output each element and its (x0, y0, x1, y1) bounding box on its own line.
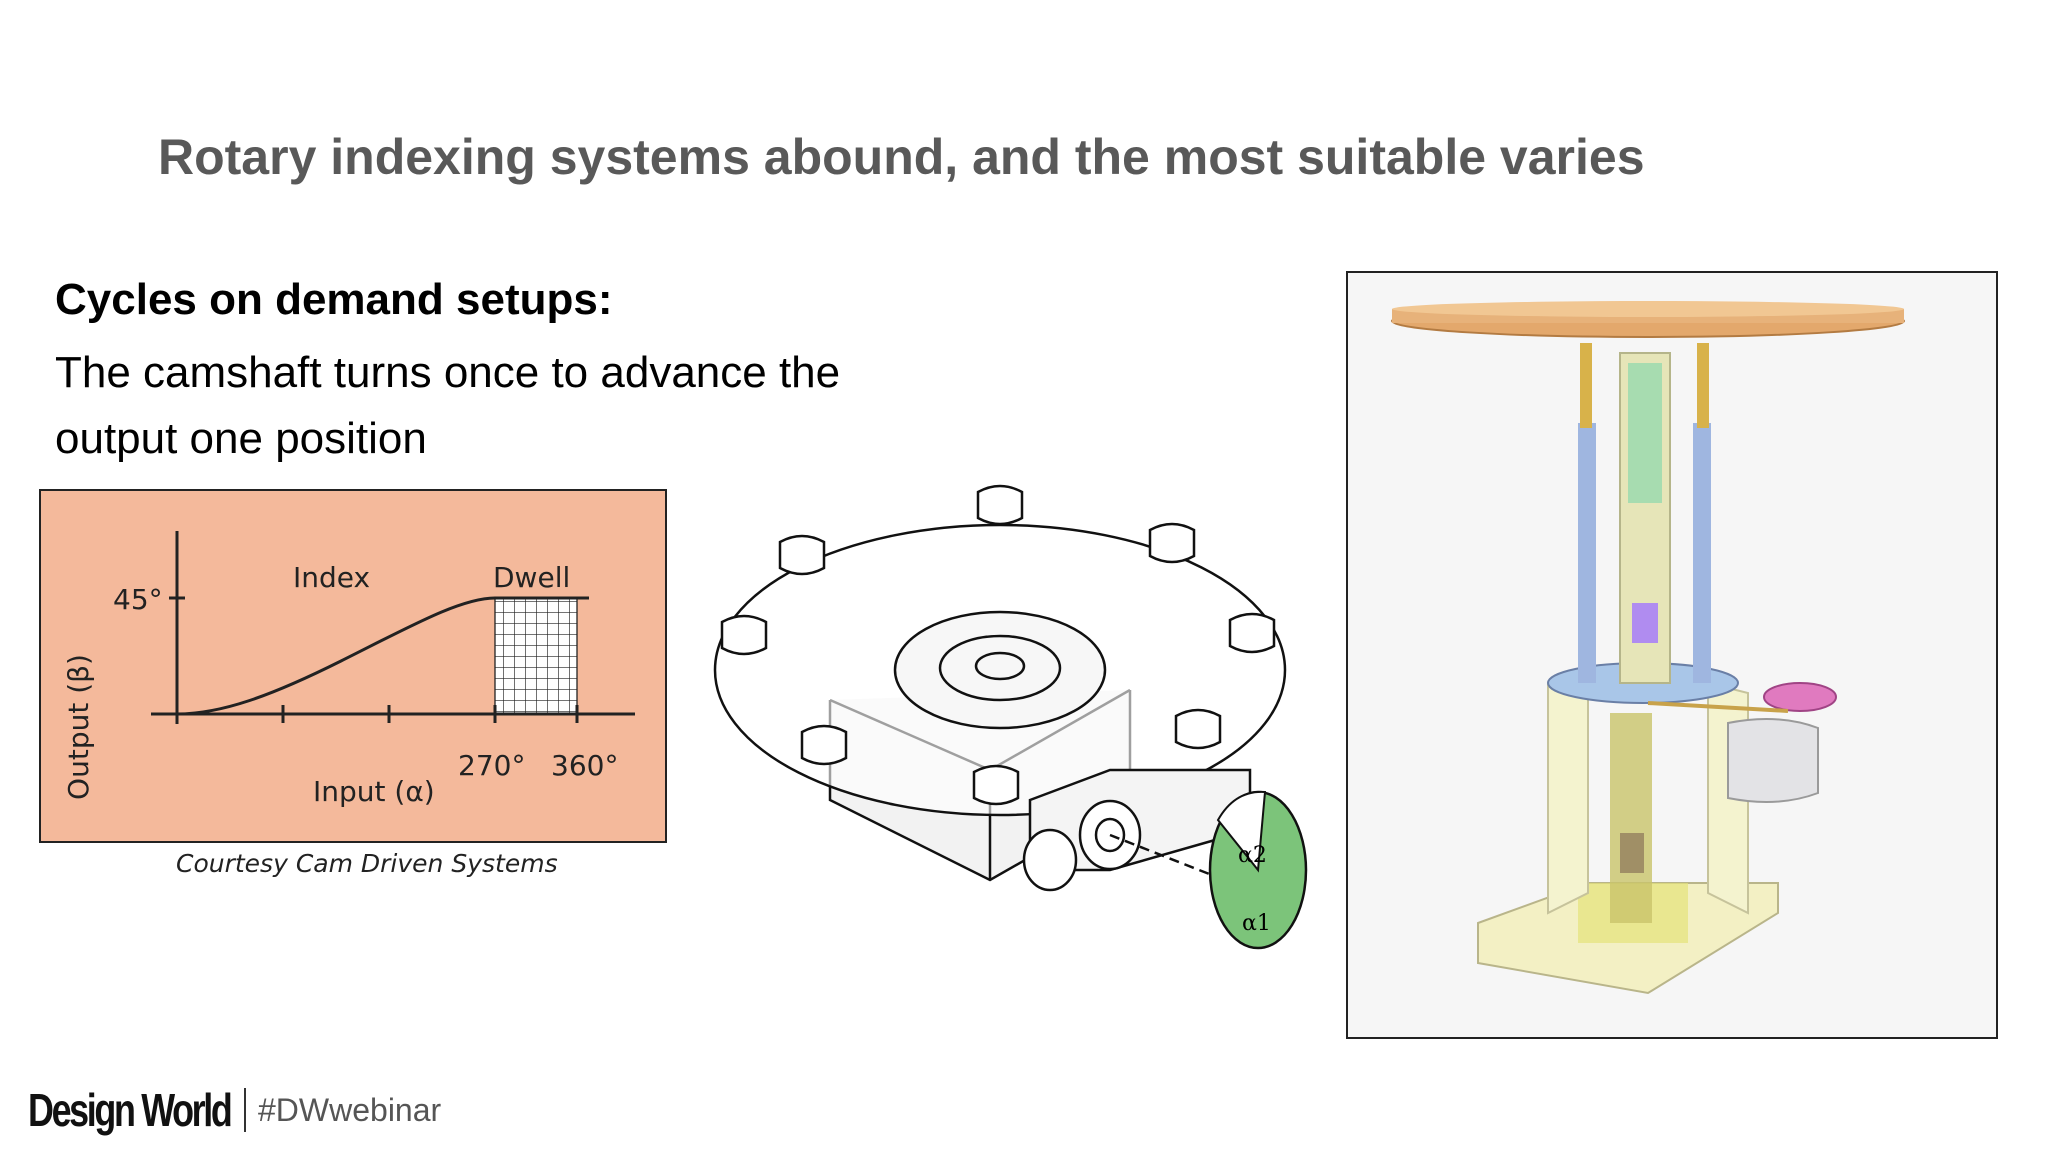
footer-divider (244, 1088, 246, 1132)
mechanism-render (1346, 271, 1998, 1039)
index-label: Index (293, 561, 370, 594)
drive-pulley (1763, 682, 1837, 712)
rotary-indexer-drawing: α2 α1 (713, 484, 1308, 950)
mechanism-illustration (1391, 301, 1905, 995)
dwell-region (494, 597, 578, 715)
dwell-label: Dwell (493, 561, 570, 594)
footer-hashtag: #DWwebinar (258, 1092, 442, 1128)
y-tick-label: 45° (113, 583, 163, 616)
cam-alpha2-label: α2 (1238, 843, 1267, 868)
y-axis-label: Output (β) (62, 654, 95, 800)
slide-title: Rotary indexing systems abound, and the … (158, 129, 1645, 185)
setup-description: The camshaft turns once to advance the o… (55, 348, 841, 463)
motor-body (1727, 718, 1819, 803)
support-frame (1547, 671, 1589, 915)
footer-logo: Design World (28, 1084, 233, 1136)
output-hub (893, 610, 1107, 730)
dial-fixtures (720, 484, 1276, 806)
x-axis-label: Input (α) (313, 775, 435, 808)
x-tick-label: 360° (551, 749, 618, 782)
x-tick-label: 270° (458, 749, 525, 782)
motion-curve (176, 596, 589, 716)
graph-canvas: Index Dwell 45° 270° 360° Input (α) Outp… (62, 531, 635, 808)
setup-heading: Cycles on demand setups: (55, 275, 613, 324)
graph-credit: Courtesy Cam Driven Systems (176, 849, 558, 878)
cam-sector: α2 α1 (1208, 790, 1308, 950)
cam-motion-graph: Index Dwell 45° 270° 360° Input (α) Outp… (39, 489, 667, 843)
cam-alpha1-label: α1 (1242, 911, 1271, 936)
